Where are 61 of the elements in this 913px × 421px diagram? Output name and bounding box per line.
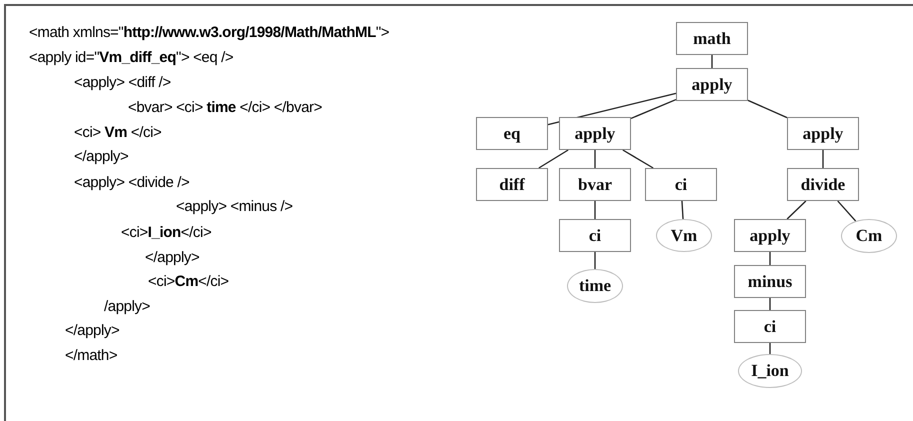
node-label: math: [693, 28, 731, 48]
tree-connector: [822, 150, 824, 168]
code-line: <apply> <minus />: [176, 198, 293, 216]
node-label: ci: [588, 226, 602, 246]
element-box: [734, 310, 806, 343]
node-label: ci: [674, 174, 688, 194]
code-line: <ci>Cm</ci>: [148, 273, 229, 291]
code-line: <bvar> <ci> time </ci> </bvar>: [128, 99, 322, 117]
node-label: bvar: [578, 174, 612, 194]
element-box: [787, 168, 859, 201]
element-box: [476, 168, 548, 201]
element-box: [559, 219, 631, 252]
element-box: [645, 168, 717, 201]
tree-connector: [538, 149, 568, 169]
tree-connector: [769, 298, 771, 310]
node-label: I_ion: [751, 361, 789, 381]
tree-connector: [837, 200, 856, 222]
node-label: time: [578, 276, 612, 296]
code-line: <ci> Vm </ci>: [74, 124, 162, 142]
node-label: Vm: [670, 226, 698, 246]
code-line: <apply id="Vm_diff_eq"> <eq />: [29, 49, 234, 67]
code-line: </apply>: [65, 322, 120, 340]
node-label: apply: [692, 74, 732, 94]
node-label: eq: [504, 124, 520, 144]
tree-connector: [594, 150, 596, 168]
leaf-ellipse: [841, 219, 897, 253]
element-box: [734, 219, 806, 252]
element-box: [476, 117, 548, 150]
code-line: </apply>: [74, 148, 128, 166]
element-box: [559, 117, 631, 150]
code-line: <apply> <divide />: [74, 174, 190, 192]
tree-connector: [622, 149, 654, 169]
code-line: <apply> <diff />: [74, 74, 171, 92]
tree-connector: [748, 100, 788, 118]
node-label: diff: [499, 174, 525, 194]
node-label: apply: [574, 124, 616, 144]
node-label: ci: [764, 316, 776, 336]
node-label: divide: [800, 174, 846, 194]
tree-connector: [594, 252, 596, 269]
node-label: apply: [802, 124, 844, 144]
tree-connector: [769, 252, 771, 265]
node-label: minus: [748, 272, 792, 292]
element-box: [734, 265, 806, 298]
tree-connector: [711, 55, 713, 68]
tree-connector: [786, 200, 806, 220]
code-line: <ci>I_ion</ci>: [121, 224, 212, 242]
leaf-ellipse: [567, 269, 623, 303]
element-box: [676, 68, 748, 101]
element-box: [559, 168, 631, 201]
tree-connector: [594, 201, 596, 219]
node-label: Cm: [856, 226, 882, 246]
code-line: </apply>: [145, 249, 200, 267]
tree-connector: [630, 98, 676, 120]
element-box: [787, 117, 859, 150]
node-label: apply: [750, 226, 790, 246]
tree-connector: [681, 200, 684, 220]
element-box: [676, 22, 748, 55]
tree-connector: [769, 343, 771, 354]
code-line: </math>: [65, 347, 118, 365]
code-line: /apply>: [104, 298, 150, 316]
code-line: <math xmlns="http://www.w3.org/1998/Math/MathML">: [29, 24, 390, 42]
